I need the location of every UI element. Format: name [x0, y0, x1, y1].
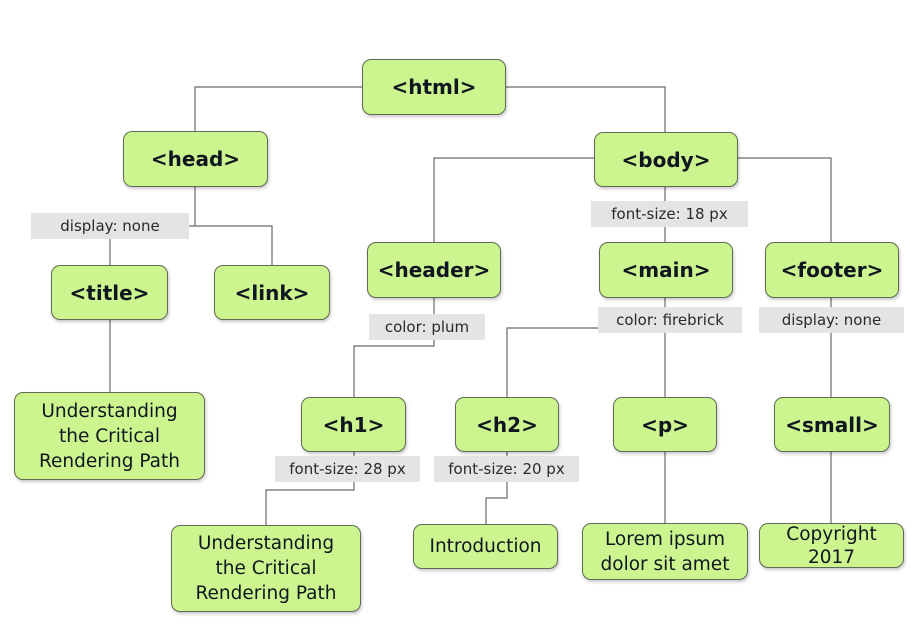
- p-text: Lorem ipsum dolor sit amet: [600, 528, 730, 575]
- h2-text: Introduction: [429, 536, 542, 557]
- p-text-node: Lorem ipsum dolor sit amet: [582, 523, 748, 580]
- h2-text-node: Introduction: [413, 524, 558, 569]
- edge-html-body: [506, 86, 666, 132]
- footer-node: <footer>: [765, 242, 899, 298]
- h2-node: <h2>: [455, 397, 559, 452]
- small-node: <small>: [774, 397, 890, 452]
- h1-node: <h1>: [301, 397, 406, 452]
- title-text-node: Understanding the Critical Rendering Pat…: [14, 392, 205, 480]
- header-node: <header>: [367, 242, 501, 298]
- head-style-label: display: none: [31, 213, 189, 239]
- header-style-label: color: plum: [369, 314, 485, 340]
- body-style-label: font-size: 18 px: [591, 201, 748, 227]
- edge-head-link: [195, 225, 273, 265]
- h2-style-label: font-size: 20 px: [434, 456, 579, 482]
- h1-style-label: font-size: 28 px: [275, 456, 420, 482]
- title-text: Understanding the Critical Rendering Pat…: [39, 400, 180, 472]
- head-node: <head>: [123, 131, 268, 187]
- main-node: <main>: [599, 242, 733, 298]
- h1-text: Understanding the Critical Rendering Pat…: [195, 533, 337, 604]
- main-style-label: color: firebrick: [598, 307, 742, 333]
- h1-text-node: Understanding the Critical Rendering Pat…: [171, 525, 361, 612]
- edge-html-head: [194, 86, 362, 131]
- footer-style-label: display: none: [759, 307, 904, 333]
- small-text: Copyright 2017: [786, 523, 877, 568]
- html-node: <html>: [362, 59, 506, 115]
- title-node: <title>: [51, 265, 168, 320]
- link-node: <link>: [214, 265, 330, 320]
- edge-body-footer: [738, 157, 832, 242]
- body-node: <body>: [594, 132, 738, 187]
- edge-body-header: [433, 157, 595, 242]
- small-text-node: Copyright 2017: [759, 523, 904, 568]
- p-node: <p>: [613, 397, 717, 452]
- edge-header-h1: [353, 298, 435, 397]
